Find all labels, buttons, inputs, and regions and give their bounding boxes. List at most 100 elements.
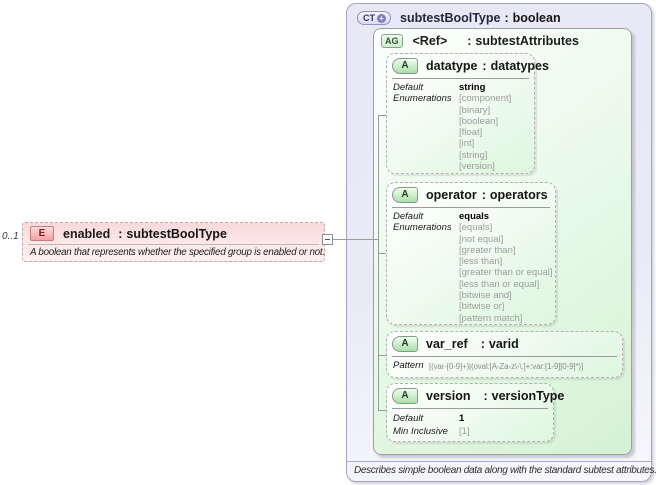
connector-trunk-line [378,115,379,411]
facet-label [393,279,459,290]
complextype-header: CT+ subtestBoolType:boolean [357,11,561,25]
facet-label [393,245,459,256]
facet-row: [binary] [393,105,528,116]
complextype-title: subtestBoolType:boolean [400,11,561,25]
attribute-name: version [426,389,471,403]
attribute-box-var-ref[interactable]: A var_ref : varid Pattern [(var-[0-9]+)|(… [386,331,623,378]
facet-label [393,290,459,301]
facet-label: Pattern [393,360,424,371]
facet-row: Min Inclusive[1] [393,425,547,438]
attribute-colon: : [483,389,488,403]
attribute-type: versionType [491,389,565,403]
facet-rows: Pattern [(var-[0-9]+)|(oval:[A-Za-z\-\.]+… [387,357,622,373]
facet-value: [version] [459,161,495,173]
attribute-header: A var_ref : varid [387,332,622,352]
facet-row: [float] [393,127,528,138]
complextype-base: boolean [512,11,561,25]
facet-rows: Default string Enumerations[component] [b… [387,79,534,172]
facet-label [393,313,459,324]
complextype-badge-icon[interactable]: CT+ [357,11,391,25]
facet-row: Enumerations[component] [393,93,528,104]
facet-row: [pattern match] [393,313,549,324]
facet-row: [bitwise or] [393,301,549,312]
attribute-colon: : [481,188,486,202]
facet-value: [component] [459,93,512,105]
complextype-name: subtestBoolType [400,11,501,25]
facet-label [393,127,459,138]
footer-divider [347,461,651,462]
facet-row: [not equal] [393,234,549,245]
facet-value: [greater than or equal] [459,267,553,279]
element-box-enabled[interactable]: E enabled : subtestBoolType A boolean th… [22,222,325,262]
facet-row: Enumerations [equals] [393,222,549,233]
facet-label: Min Inclusive [393,426,448,437]
facet-label [393,256,459,267]
attributegroup-name: <Ref> [412,34,448,48]
element-type: subtestBoolType [126,226,227,241]
facet-row: [string] [393,150,528,161]
facet-row: Default 1 [393,412,547,425]
facet-row: Pattern [(var-[0-9]+)|(oval:[A-Za-z\-\.]+… [393,360,616,373]
facet-label: Default [393,413,424,424]
element-badge-icon: E [30,226,54,241]
facet-row: [boolean] [393,116,528,127]
facet-value: [bitwise or] [459,301,505,313]
attribute-separator [392,207,550,208]
facet-row: [bitwise and] [393,290,549,301]
attribute-badge-icon: A [392,336,418,352]
facet-row: [less than or equal] [393,279,549,290]
facet-value: [bitwise and] [459,290,512,302]
facet-value: [binary] [459,104,491,116]
element-separator [28,244,319,245]
attribute-type: operators [489,188,548,202]
facet-label [393,116,459,127]
facet-value: [less than] [459,256,503,268]
attributegroup-colon: : [467,34,472,48]
attributegroup-type: subtestAttributes [475,34,579,48]
facet-label: Default [393,82,424,93]
facet-value: [boolean] [459,115,499,127]
facet-row: Default string [393,82,528,93]
facet-row: [greater than] [393,245,549,256]
facet-rows: Default 1 Min Inclusive[1] [387,409,553,438]
connector-line [333,239,378,240]
complextype-badge-label: CT [363,13,375,23]
occurrence-label: 0..1 [2,231,19,242]
element-header: E enabled : subtestBoolType [23,223,324,241]
collapse-toggle[interactable] [322,234,333,245]
facet-row: [int] [393,138,528,149]
minus-icon [325,239,330,240]
facet-label [393,105,459,116]
facet-row: [version] [393,161,528,172]
element-colon: : [118,226,123,241]
facet-value: string [459,82,486,93]
attribute-header: A operator : operators [387,183,555,203]
facet-value: [float] [459,127,483,139]
attribute-badge-icon: A [392,58,418,74]
attribute-badge-icon: A [392,388,418,404]
facet-value: 1 [459,413,465,424]
facet-label [393,150,459,161]
connector-stub [378,115,387,116]
element-name: enabled [63,226,111,241]
facet-label: Default [393,211,424,222]
complextype-description: Describes simple boolean data along with… [354,465,656,476]
complextype-colon: : [504,11,509,25]
facet-label [393,301,459,312]
facet-value: [equals] [459,222,493,234]
attribute-colon: : [480,337,485,351]
facet-label [393,138,459,149]
facet-value: [less than or equal] [459,278,540,290]
attribute-box-datatype[interactable]: A datatype : datatypes Default string Enu… [386,53,549,174]
facet-value: [int] [459,138,475,150]
attribute-badge-icon: A [392,187,418,203]
facet-label [393,161,459,172]
attribute-name: operator [426,188,477,202]
attribute-header: A datatype : datatypes [387,54,549,74]
facet-label [393,234,459,245]
facet-label: Enumerations [393,222,452,234]
facet-value: [(var-[0-9]+)|(oval:[A-Za-z\-\.]+:var:[1… [429,362,584,371]
attribute-box-version[interactable]: A version : versionType Default 1 Min Inc… [386,383,564,442]
